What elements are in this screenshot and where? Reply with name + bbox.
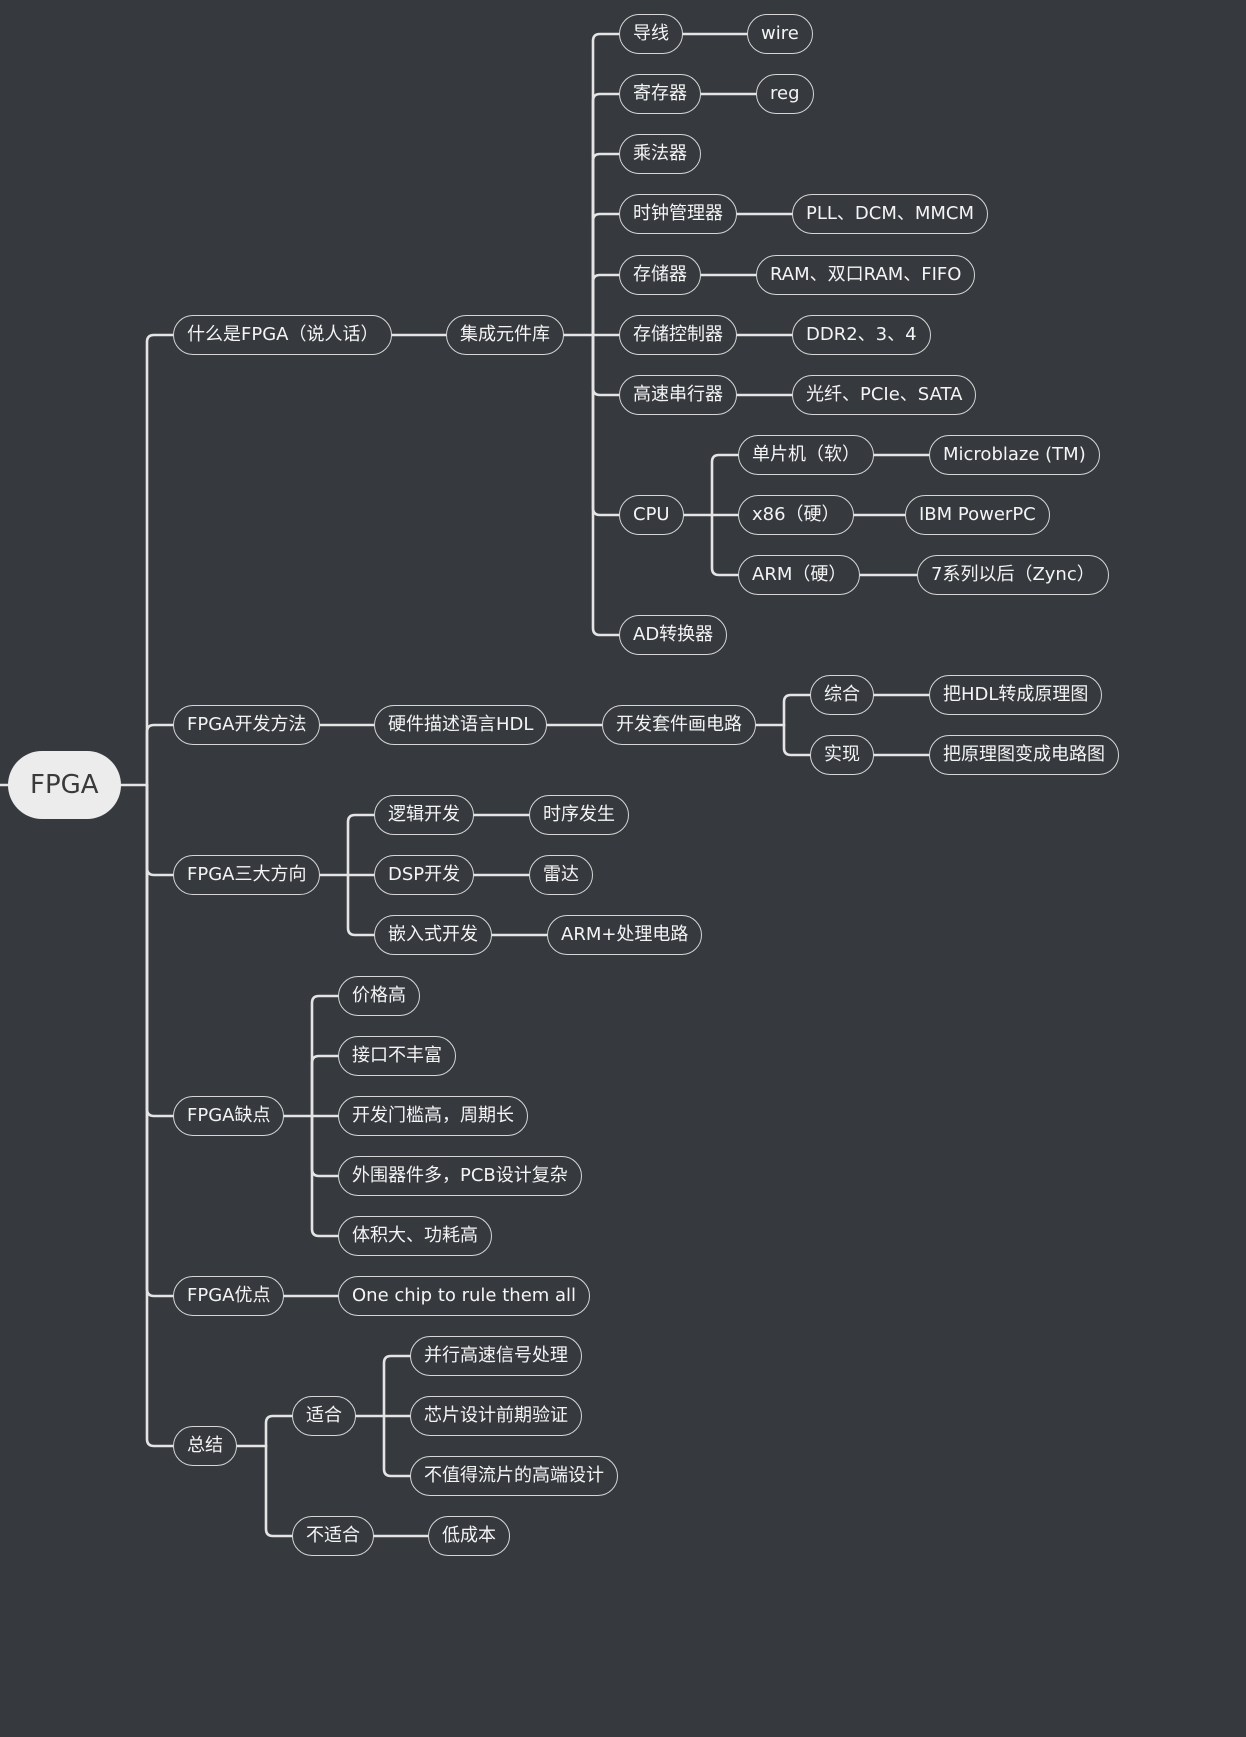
connector-line <box>145 783 175 1298</box>
node-cpu[interactable]: CPU <box>619 495 684 535</box>
node-serdes[interactable]: 高速串行器 <box>619 375 737 415</box>
connector-line <box>346 813 376 877</box>
node-pll-dcm-mmcm[interactable]: PLL、DCM、MMCM <box>792 194 989 234</box>
connector-line <box>782 723 812 757</box>
node-ibm-powerpc[interactable]: IBM PowerPC <box>905 495 1050 535</box>
node-register-cn[interactable]: 寄存器 <box>619 74 701 114</box>
root-node-fpga[interactable]: FPGA <box>8 751 121 819</box>
node-hdl[interactable]: 硬件描述语言HDL <box>374 705 548 745</box>
node-many-peripherals[interactable]: 外围器件多，PCB设计复杂 <box>338 1156 582 1196</box>
node-chip-verification[interactable]: 芯片设计前期验证 <box>410 1396 582 1436</box>
node-schematic-to-circuit[interactable]: 把原理图变成电路图 <box>929 735 1119 775</box>
node-low-cost[interactable]: 低成本 <box>428 1516 510 1556</box>
node-arm-processing[interactable]: ARM+处理电路 <box>547 915 703 955</box>
connector-line <box>591 333 621 517</box>
connector-line <box>145 783 175 877</box>
node-parallel-signal[interactable]: 并行高速信号处理 <box>410 1336 582 1376</box>
connector-line <box>145 723 175 787</box>
connector-line <box>310 994 340 1118</box>
node-high-threshold[interactable]: 开发门槛高，周期长 <box>338 1096 528 1136</box>
node-disadvantages[interactable]: FPGA缺点 <box>173 1096 285 1136</box>
connector-line <box>782 693 812 727</box>
node-arm-hard[interactable]: ARM（硬） <box>738 555 861 595</box>
node-mcu-soft[interactable]: 单片机（软） <box>738 435 874 475</box>
node-timing-gen[interactable]: 时序发生 <box>529 795 629 835</box>
node-summary[interactable]: 总结 <box>173 1426 237 1466</box>
node-three-directions[interactable]: FPGA三大方向 <box>173 855 321 895</box>
node-high-price[interactable]: 价格高 <box>338 976 420 1016</box>
node-multiplier[interactable]: 乘法器 <box>619 134 701 174</box>
connector-line <box>310 1114 340 1238</box>
connector-line <box>310 1054 340 1118</box>
node-synthesis[interactable]: 综合 <box>810 675 874 715</box>
node-wire[interactable]: wire <box>747 14 813 54</box>
node-reg[interactable]: reg <box>756 74 814 114</box>
node-dev-suite[interactable]: 开发套件画电路 <box>602 705 756 745</box>
node-ram-fifo[interactable]: RAM、双口RAM、FIFO <box>756 255 976 295</box>
node-memory[interactable]: 存储器 <box>619 255 701 295</box>
node-dev-method[interactable]: FPGA开发方法 <box>173 705 321 745</box>
node-few-interfaces[interactable]: 接口不丰富 <box>338 1036 456 1076</box>
connector-line <box>591 212 621 337</box>
connector-line <box>591 333 621 397</box>
node-radar[interactable]: 雷达 <box>529 855 593 895</box>
connector-line <box>591 152 621 337</box>
node-fiber-pcie-sata[interactable]: 光纤、PCIe、SATA <box>792 375 977 415</box>
connector-line <box>591 92 621 337</box>
connector-line <box>382 1414 412 1478</box>
connector-line <box>264 1444 294 1538</box>
node-high-end-design[interactable]: 不值得流片的高端设计 <box>410 1456 618 1496</box>
node-hdl-to-schematic[interactable]: 把HDL转成原理图 <box>929 675 1103 715</box>
connector-line <box>710 513 740 577</box>
connector-lines <box>0 32 931 1538</box>
node-large-power[interactable]: 体积大、功耗高 <box>338 1216 492 1256</box>
connector-line <box>145 783 175 1448</box>
node-embedded-dev[interactable]: 嵌入式开发 <box>374 915 492 955</box>
node-dsp-dev[interactable]: DSP开发 <box>374 855 475 895</box>
node-wire-cn[interactable]: 导线 <box>619 14 683 54</box>
connector-line <box>591 32 621 337</box>
connector-line <box>591 273 621 337</box>
node-suitable[interactable]: 适合 <box>292 1396 356 1436</box>
node-integrated-library[interactable]: 集成元件库 <box>446 315 564 355</box>
node-unsuitable[interactable]: 不适合 <box>292 1516 374 1556</box>
connector-line <box>710 453 740 517</box>
connector-line <box>145 783 175 1118</box>
connector-line <box>264 1414 294 1448</box>
connector-line <box>145 333 175 787</box>
node-advantages[interactable]: FPGA优点 <box>173 1276 285 1316</box>
node-microblaze[interactable]: Microblaze (TM) <box>929 435 1100 475</box>
node-logic-dev[interactable]: 逻辑开发 <box>374 795 474 835</box>
node-x86-hard[interactable]: x86（硬） <box>738 495 854 535</box>
node-memory-controller[interactable]: 存储控制器 <box>619 315 737 355</box>
node-ad-converter[interactable]: AD转换器 <box>619 615 728 655</box>
node-ddr[interactable]: DDR2、3、4 <box>792 315 931 355</box>
node-clock-manager[interactable]: 时钟管理器 <box>619 194 737 234</box>
node-implementation[interactable]: 实现 <box>810 735 874 775</box>
mindmap-canvas: FPGA 什么是FPGA（说人话） 集成元件库 导线 wire 寄存器 reg … <box>0 14 1119 1556</box>
node-what-is-fpga[interactable]: 什么是FPGA（说人话） <box>173 315 393 355</box>
node-one-chip[interactable]: One chip to rule them all <box>338 1276 591 1316</box>
connector-line <box>591 333 621 637</box>
node-7series-zync[interactable]: 7系列以后（Zync） <box>917 555 1109 595</box>
connector-line <box>346 873 376 937</box>
connector-line <box>382 1354 412 1418</box>
connector-line <box>310 1114 340 1178</box>
